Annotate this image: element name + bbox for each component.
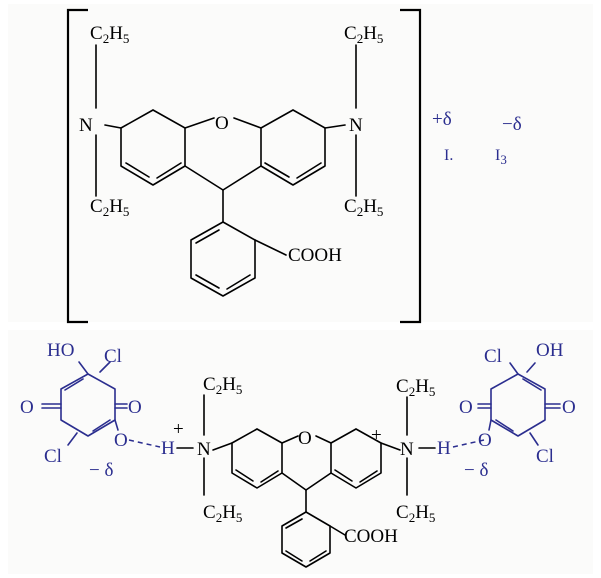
plus-delta-label: +δ — [432, 109, 452, 130]
ethyl-label: C2H5 — [90, 23, 129, 46]
xanthene-core — [120, 109, 326, 223]
hydrogen-label: H — [437, 438, 451, 459]
carbonyl-o-label: O — [459, 397, 473, 418]
minus-delta-label: − δ — [89, 460, 113, 481]
minus-delta-label: − δ — [464, 460, 488, 481]
benzoic-ring — [190, 221, 287, 297]
carbonyl-o-label: O — [20, 397, 34, 418]
ethyl-label: C2H5 — [203, 374, 242, 397]
chlorine-label: Cl — [484, 346, 502, 367]
ethyl-label: C2H5 — [344, 196, 383, 219]
left-n-label: N — [197, 439, 211, 460]
plus-label: + — [371, 425, 382, 446]
left-bracket — [66, 8, 88, 324]
right-chloranilic-acid: Cl OH O O O Cl − δ — [459, 340, 576, 481]
minus-delta-label: −δ — [502, 114, 522, 135]
phenolate-o-label: O — [478, 430, 492, 451]
right-bracket — [400, 8, 422, 324]
carboxyl-label: COOH — [344, 526, 398, 547]
carboxyl-label: COOH — [288, 245, 342, 266]
hydroxyl-label: OH — [536, 340, 564, 361]
chlorine-label: Cl — [536, 446, 554, 467]
left-amine — [95, 44, 122, 197]
ethyl-label: C2H5 — [203, 502, 242, 525]
hydroxyl-label: HO — [47, 340, 74, 361]
right-n-label: N — [400, 439, 414, 460]
chlorine-label: Cl — [104, 346, 122, 367]
ethyl-label: C2H5 — [344, 23, 383, 46]
phenolate-o-label: O — [114, 430, 128, 451]
ethyl-label: C2H5 — [396, 376, 435, 399]
hydrogen-label: H — [161, 438, 175, 459]
chlorine-label: Cl — [44, 446, 62, 467]
triiodide-label: I3 — [495, 147, 507, 167]
plus-label: + — [173, 419, 184, 440]
top-panel — [8, 4, 593, 322]
bottom-panel — [8, 330, 593, 574]
bridge-o-label: O — [298, 428, 312, 449]
bridge-o-label: O — [215, 113, 229, 134]
carbonyl-o-label: O — [128, 397, 142, 418]
left-n-label: N — [79, 115, 93, 136]
iodine-label: I. — [444, 147, 453, 164]
bottom-rhodamine: N C2H5 C2H5 O COOH N + C2H5 C2 — [197, 374, 435, 568]
ethyl-label: C2H5 — [90, 196, 129, 219]
right-n-label: N — [349, 115, 363, 136]
right-amine — [324, 44, 357, 197]
top-complex: N N O C2H5 C2H5 C2H5 C2H5 COOH +δ −δ I. … — [66, 8, 522, 324]
ethyl-label: C2H5 — [396, 502, 435, 525]
left-chloranilic-acid: HO Cl O O Cl O − δ — [20, 340, 142, 481]
carbonyl-o-label: O — [562, 397, 576, 418]
